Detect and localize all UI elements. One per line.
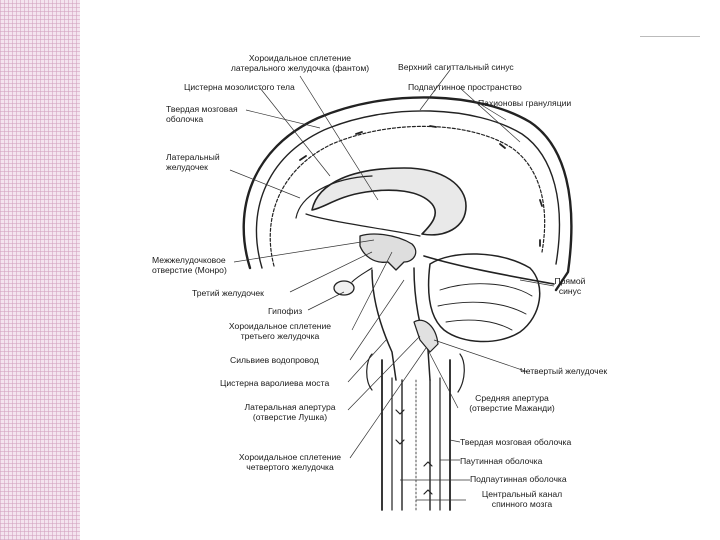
label-line: четвертого желудочка xyxy=(246,462,334,472)
top-rule xyxy=(640,36,700,37)
label-line: Хороидальное сплетение xyxy=(238,452,342,462)
decorative-stripe xyxy=(0,0,80,540)
label-aqueduct: Сильвиев водопровод xyxy=(230,355,319,365)
label-dura-upper: Твердая мозговая оболочка xyxy=(166,104,238,124)
label-third-ventricle: Третий желудочек xyxy=(192,288,264,298)
label-choroid-fourth: Хороидальное сплетение четвертого желудо… xyxy=(228,452,352,472)
label-line: желудочек xyxy=(166,162,208,172)
label-line: Прямой xyxy=(554,276,586,286)
cerebellum xyxy=(427,253,541,343)
label-line: синус xyxy=(558,286,582,296)
label-line: спинного мозга xyxy=(491,499,553,509)
hypophysis-shape xyxy=(333,280,355,296)
label-line: Латеральный xyxy=(166,152,220,162)
label-line: латерального желудочка (фантом) xyxy=(230,63,370,73)
label-pontine-cistern: Цистерна вароли­ева моста xyxy=(220,378,330,388)
label-lateral-aperture: Латеральная апертура (отверстие Лушка) xyxy=(230,402,350,422)
label-line: Твердая мозговая xyxy=(166,104,238,114)
label-line: Хороидальное сплетение xyxy=(248,53,352,63)
label-subarachnoid-space: Подпаутинное пространство xyxy=(408,82,522,92)
label-hypophysis: Гипофиз xyxy=(268,306,303,316)
brain-illustration xyxy=(229,69,573,511)
label-dura-spinal: Твердая мозговая оболочка xyxy=(460,437,572,447)
label-line: (отверстие Лушка) xyxy=(252,412,328,422)
label-pacchionian: Пахионовы грануляции xyxy=(478,98,572,108)
brain-surface xyxy=(269,125,546,267)
label-line: Центральный канал xyxy=(481,489,563,499)
label-line: (отверстие Мажанди) xyxy=(469,403,555,413)
brainstem xyxy=(371,269,397,381)
spinal-cord xyxy=(401,379,431,511)
label-choroid-lateral: Хороидальное сплетение латерального желу… xyxy=(230,53,370,73)
tentorium xyxy=(423,255,555,285)
third-ventricle xyxy=(359,233,417,271)
label-line: Латеральная апертура xyxy=(244,402,336,412)
label-line: Межжелудочковое xyxy=(152,255,226,265)
spinal-arachnoid xyxy=(391,377,441,511)
label-line: Хороидальное сплетение xyxy=(228,321,332,331)
label-fourth-ventricle: Четвертый желудочек xyxy=(520,366,608,376)
label-lateral-ventricle: Латеральный желудочек xyxy=(166,152,220,172)
label-line: отверстие (Монро) xyxy=(152,265,227,275)
skull-outline xyxy=(242,96,573,292)
corpus-callosum xyxy=(295,175,373,219)
label-line: третьего желудочка xyxy=(240,331,320,341)
label-straight-sinus: Прямой синус xyxy=(548,276,592,296)
label-pia: Подпаутинная оболочка xyxy=(470,474,567,484)
dura-outline xyxy=(255,110,561,269)
label-median-aperture: Средняя апертура (отверстие Мажанди) xyxy=(454,393,570,413)
label-line: Средняя апертура xyxy=(475,393,549,403)
label-interventricular: Межжелудочковое отверстие (Монро) xyxy=(152,255,227,275)
lateral-ventricle xyxy=(311,167,467,236)
label-superior-sagittal-sinus: Верхний сагиттальный синус xyxy=(398,62,514,72)
label-line: оболочка xyxy=(166,114,204,124)
label-corpus-callosum-cistern: Цистерна мозолистого тела xyxy=(184,82,295,92)
label-arachnoid: Паутинная оболочка xyxy=(460,456,543,466)
fourth-ventricle-shape xyxy=(413,319,439,353)
slide: Хороидальное сплетение латерального желу… xyxy=(80,0,720,540)
label-central-canal: Центральный канал спинного мозга xyxy=(470,489,574,509)
label-choroid-third: Хороидальное сплетение третьего желудочк… xyxy=(210,321,350,341)
spinal-dura xyxy=(381,359,451,511)
